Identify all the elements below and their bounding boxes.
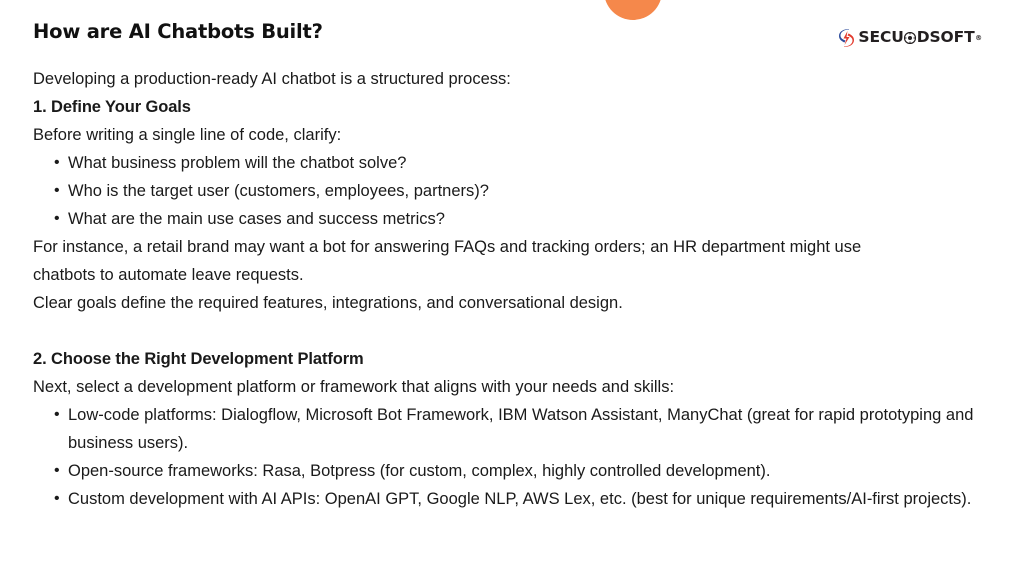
secuodsoft-logo: SECU DSOFT ® — [839, 27, 982, 49]
list-item: What are the main use cases and success … — [33, 205, 993, 233]
logo-wordmark: SECU DSOFT ® — [858, 30, 982, 46]
page-title: How are AI Chatbots Built? — [33, 20, 323, 43]
list-item: Open-source frameworks: Rasa, Botpress (… — [33, 457, 993, 485]
slide-content: How are AI Chatbots Built? Developing a … — [33, 20, 993, 513]
orange-circle-decoration — [604, 0, 662, 20]
section-2-heading: 2. Choose the Right Development Platform — [33, 350, 364, 369]
list-item: Low-code platforms: Dialogflow, Microsof… — [33, 401, 993, 457]
section-1-lead: Before writing a single line of code, cl… — [33, 126, 342, 145]
section-1-heading: 1. Define Your Goals — [33, 98, 191, 117]
section-1-bullet-list: What business problem will the chatbot s… — [33, 149, 993, 233]
section-2-bullet-list: Low-code platforms: Dialogflow, Microsof… — [33, 401, 993, 513]
registered-trademark-symbol: ® — [975, 33, 982, 42]
logo-swoosh-icon — [839, 29, 855, 47]
globe-o-icon — [904, 31, 917, 45]
logo-word-part2: DSOFT — [916, 28, 975, 47]
intro-paragraph: Developing a production-ready AI chatbot… — [33, 70, 511, 89]
list-item: What business problem will the chatbot s… — [33, 149, 993, 177]
logo-word-part1: SECU — [858, 28, 904, 47]
section-1-paragraph-1: For instance, a retail brand may want a … — [33, 238, 862, 285]
section-1-paragraph-2: Clear goals define the required features… — [33, 294, 623, 313]
list-item: Custom development with AI APIs: OpenAI … — [33, 485, 993, 513]
list-item: Who is the target user (customers, emplo… — [33, 177, 993, 205]
section-gap — [33, 317, 993, 345]
section-2-lead: Next, select a development platform or f… — [33, 378, 675, 397]
